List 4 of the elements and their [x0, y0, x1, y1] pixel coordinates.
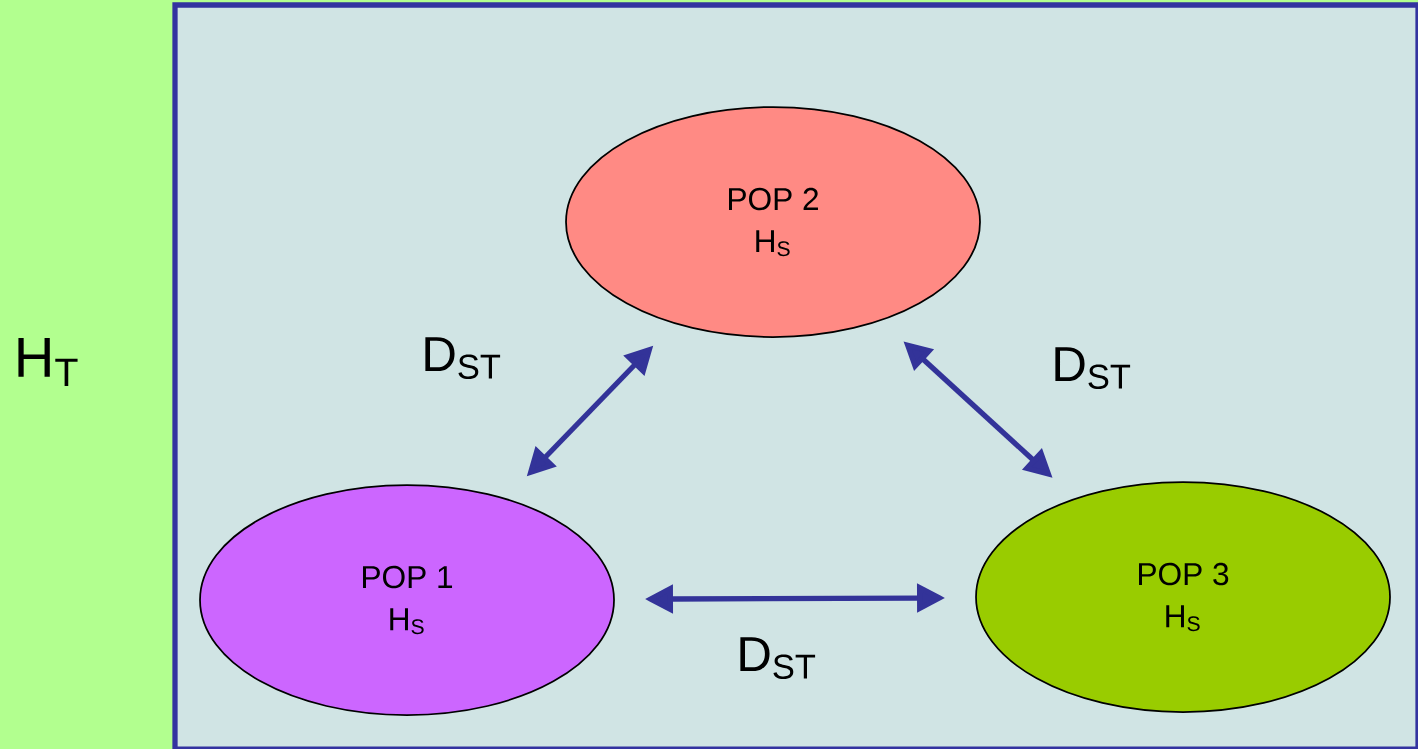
edge-label: D$_{ST}$: [1055, 347, 1131, 389]
edge-label: D$_{ST}$: [740, 637, 816, 679]
total-label: H$_{T}$: [18, 338, 78, 386]
edge-label: D$_{ST}$: [425, 337, 501, 379]
